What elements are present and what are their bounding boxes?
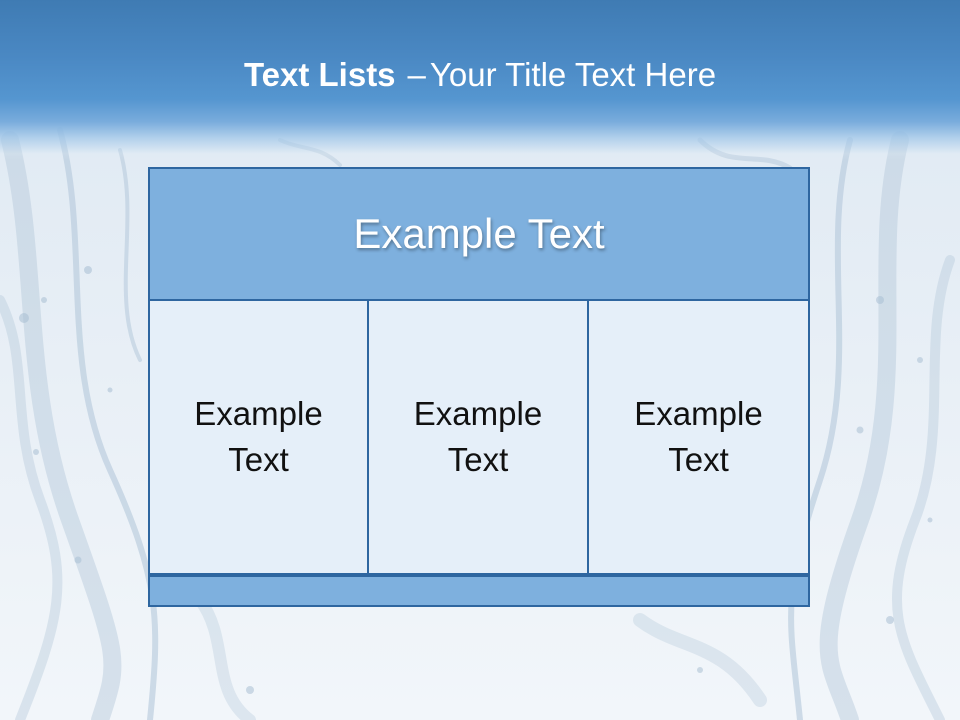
title-rest-part: Your Title Text Here: [429, 56, 717, 93]
diagram-header-box: Example Text: [148, 167, 810, 301]
diagram-cell: Example Text: [148, 299, 369, 575]
diagram-footer-bar: [148, 575, 810, 607]
diagram-cell-text: Example Text: [413, 395, 543, 478]
diagram-cell-text: Example Text: [194, 395, 323, 478]
diagram-cell: Example Text: [367, 299, 589, 575]
header-band: [0, 0, 960, 160]
slide-title: Text Lists–Your Title Text Here: [0, 50, 960, 100]
diagram-header-text: Example Text: [353, 210, 605, 257]
title-separator: –: [407, 56, 426, 93]
title-bold-part: Text Lists: [243, 56, 396, 93]
diagram-cell: Example Text: [587, 299, 810, 575]
text-list-diagram: Example Text Example Text Example Text E…: [148, 167, 810, 609]
diagram-cell-text: Example Text: [634, 395, 763, 478]
